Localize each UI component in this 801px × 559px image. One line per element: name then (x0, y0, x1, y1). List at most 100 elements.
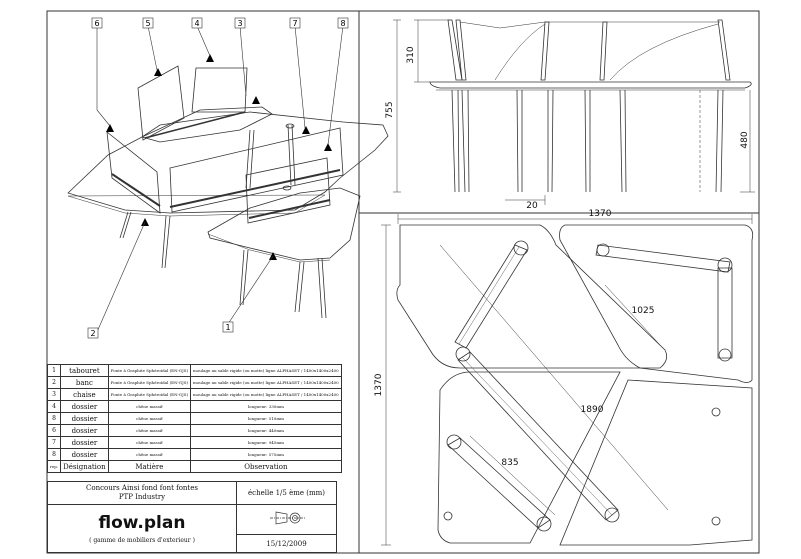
cell-designation: dossier (60, 424, 109, 437)
callout-arrow (302, 126, 310, 134)
callout-label-5: 5 (145, 19, 150, 28)
brand-tagline: ( gamme de mobiliers d'exterieur ) (89, 537, 195, 544)
plan-bench-top (396, 224, 668, 369)
dim-seat-height: 480 (740, 131, 750, 148)
callout-arrow (206, 54, 214, 62)
cell-matiere: chêne massif (107, 424, 192, 437)
plan-slat-long (457, 351, 619, 521)
callout-leaders (96, 25, 344, 333)
iso-leg (245, 129, 255, 189)
table-header-row: rep. Désignation Matière Observation (46, 460, 342, 473)
iso-backrest-long (169, 127, 344, 213)
cell-matiere: chêne massif (107, 436, 192, 449)
elev-backrest (717, 19, 731, 81)
elev-backrest-outline (459, 21, 720, 29)
plan-lower-left-top (437, 371, 621, 544)
callout-markers (106, 54, 332, 260)
elev-seat (429, 81, 752, 89)
callout-label-7: 7 (292, 19, 297, 28)
elev-backrest (447, 19, 463, 81)
cell-matiere: chêne massif (107, 448, 192, 461)
plan-leg-mark (711, 407, 721, 417)
header-observation: Observation (190, 460, 342, 473)
cell-designation: banc (60, 376, 109, 389)
front-elevation (429, 19, 752, 193)
callout-label-3: 3 (237, 19, 242, 28)
table-row: 8 dossier chêne massif longueur: 575mm (46, 448, 342, 461)
elev-backrest (540, 21, 550, 81)
iso-leg (294, 261, 305, 313)
iso-bench-top (67, 111, 389, 214)
date-box: 15/12/2009 (236, 534, 337, 553)
dim-plan-height: 1370 (374, 373, 384, 396)
cell-matiere: chêne massif (107, 412, 192, 425)
cell-ref: 7 (46, 436, 62, 449)
header-designation: Désignation (60, 460, 109, 473)
table-row: 8 dossier chêne massif longueur: 510mm (46, 412, 342, 425)
callout-label-4: 4 (194, 19, 199, 28)
plan-slat-bench (454, 244, 528, 349)
elev-backrest-curve (494, 23, 719, 81)
cell-observation: moulage au sable rigide (ou motte) ligne… (190, 364, 342, 377)
parts-list-table: 1 tabouret Fonte à Graphite Sphéroïdal (… (46, 364, 342, 473)
cell-ref: 3 (46, 388, 62, 401)
cell-ref: 8 (46, 412, 62, 425)
iso-leg (119, 211, 132, 239)
elev-backrest (599, 21, 608, 81)
table-row: 4 dossier chêne massif longueur: 330mm (46, 400, 342, 413)
scale-box: échelle 1/5 ème (mm) (236, 481, 337, 505)
plan-view-dim-text: 1370 1370 1890 1025 835 (374, 209, 654, 468)
table-row: 1 tabouret Fonte à Graphite Sphéroïdal (… (46, 364, 342, 377)
cell-designation: chaise (60, 388, 109, 401)
cell-designation: dossier (60, 400, 109, 413)
cell-matiere: Fonte à Graphite Sphéroïdal (EN-GJS) (107, 364, 192, 377)
cell-observation: moulage au sable rigide (ou motte) ligne… (190, 388, 342, 401)
table-row: 3 chaise Fonte à Graphite Sphéroïdal (EN… (46, 388, 342, 401)
date-text: 15/12/2009 (266, 540, 307, 548)
plan-slat-chair-side (717, 267, 733, 359)
plan-slat-bench-edge (458, 246, 520, 345)
elev-leg (584, 89, 591, 193)
projection-symbol (270, 511, 306, 525)
cell-observation: longueur: 945mm (190, 436, 342, 449)
dim-total-height: 755 (385, 101, 395, 118)
iso-leg-foot (285, 123, 295, 129)
cell-designation: dossier (60, 412, 109, 425)
sheet-border (46, 10, 760, 554)
iso-slat (248, 199, 331, 219)
cell-designation: tabouret (60, 364, 109, 377)
projection-symbol-box (236, 504, 337, 535)
plan-chair-top (559, 224, 754, 383)
dim-leg-width: 20 (526, 201, 538, 211)
cell-ref: 4 (46, 400, 62, 413)
scale-text: échelle 1/5 ème (mm) (248, 489, 325, 497)
dim-bench-length: 1890 (581, 405, 604, 415)
plan-lower-right-top (559, 379, 753, 546)
iso-backrest-back (137, 65, 185, 141)
plan-slat-long-edge (461, 356, 613, 516)
elev-leg (516, 89, 523, 193)
brand-logo-text: flow.plan (98, 513, 186, 533)
dim-chair-length: 1025 (632, 306, 655, 316)
dim-backrest-height: 310 (406, 46, 416, 63)
plan-view-dimensions (381, 214, 753, 546)
cell-ref: 1 (46, 364, 62, 377)
table-row: 2 banc Fonte à Graphite Sphéroïdal (EN-G… (46, 376, 342, 389)
elev-leg (715, 89, 724, 193)
cell-designation: dossier (60, 448, 109, 461)
iso-stool-top-edge (207, 233, 331, 263)
front-elevation-dim-text: 755 310 480 20 (385, 46, 750, 211)
plan-leg-mark (711, 516, 721, 526)
elev-leg (619, 89, 627, 193)
iso-chair-top (140, 106, 273, 143)
iso-stool-top (207, 187, 361, 261)
cell-observation: moulage au sable rigide (ou motte) ligne… (190, 376, 342, 389)
cell-observation: longueur: 575mm (190, 448, 342, 461)
header-matiere: Matière (107, 460, 192, 473)
callout-label-6: 6 (94, 19, 99, 28)
plan-slat-stool (447, 437, 551, 529)
iso-backrest-left (106, 131, 161, 214)
brand-box: flow.plan ( gamme de mobiliers d'exterie… (47, 504, 237, 553)
cell-ref: 2 (46, 376, 62, 389)
